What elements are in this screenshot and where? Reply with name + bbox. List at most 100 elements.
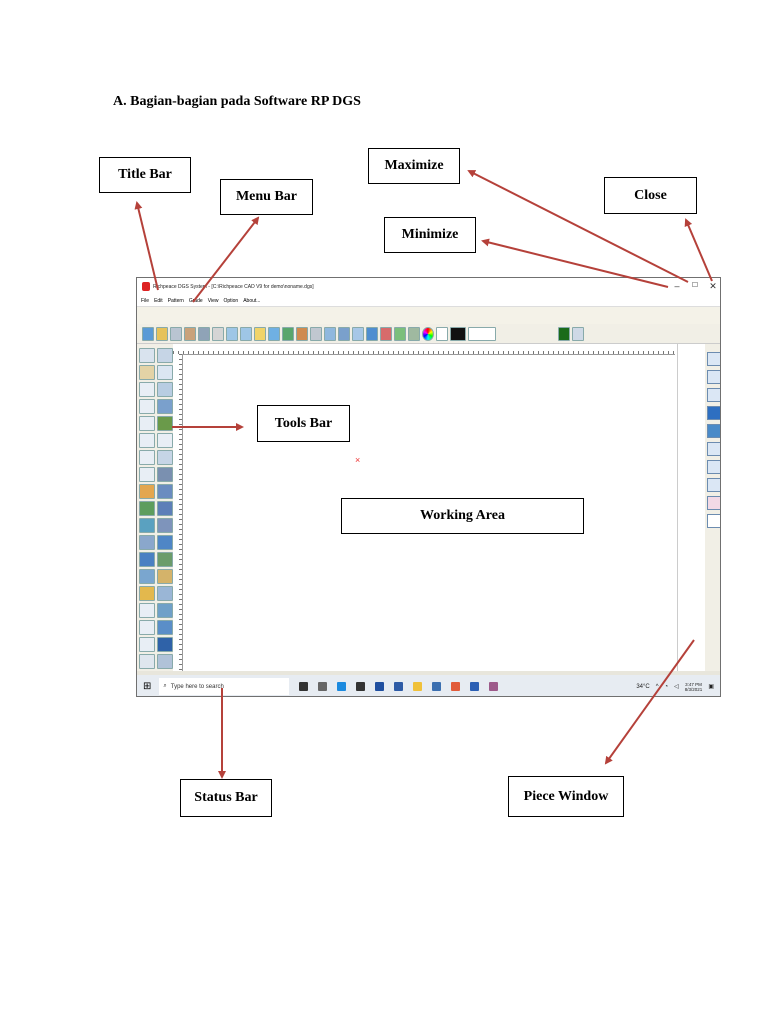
size-icon[interactable] xyxy=(706,442,720,456)
edge-icon[interactable] xyxy=(337,682,347,691)
drill-tool-icon[interactable] xyxy=(157,535,173,550)
photos-icon[interactable] xyxy=(451,682,461,691)
curve-icon[interactable] xyxy=(706,388,720,402)
display-icon[interactable] xyxy=(558,326,570,341)
measure-icon[interactable] xyxy=(254,326,266,341)
grain-tool-icon[interactable] xyxy=(157,552,173,567)
scale-icon[interactable] xyxy=(706,514,720,528)
piece-tool-icon[interactable] xyxy=(157,416,173,431)
layer-icon[interactable] xyxy=(706,424,720,438)
grid-icon[interactable] xyxy=(268,326,280,341)
plot-icon[interactable] xyxy=(380,326,392,341)
menu-grade[interactable]: Grade xyxy=(188,297,203,304)
fill-tool-icon[interactable] xyxy=(139,654,155,669)
pleat-tool-icon[interactable] xyxy=(157,518,173,533)
windows-start-icon[interactable]: ⊞ xyxy=(143,681,152,692)
layers-icon[interactable] xyxy=(352,326,364,341)
menu-edit[interactable]: Edit xyxy=(154,297,163,304)
table-icon[interactable] xyxy=(324,326,336,341)
angle-tool-icon[interactable] xyxy=(139,399,155,414)
close-icon[interactable]: ✕ xyxy=(709,281,717,291)
undo-icon[interactable] xyxy=(226,326,238,341)
marker-tool-icon[interactable] xyxy=(139,586,155,601)
copy-icon[interactable] xyxy=(198,326,210,341)
minimize-icon[interactable]: – xyxy=(674,281,680,291)
dart-tool-icon[interactable] xyxy=(157,484,173,499)
maximize-icon[interactable]: ☐ xyxy=(691,282,699,289)
text-tool-icon[interactable] xyxy=(139,450,155,465)
menu-pattern[interactable]: Pattern xyxy=(167,297,184,304)
fill-icon[interactable] xyxy=(296,326,308,341)
pencil-tool-icon[interactable] xyxy=(157,637,173,652)
rotate-tool-icon[interactable] xyxy=(139,552,155,567)
save-icon[interactable] xyxy=(170,326,182,341)
menu-view[interactable]: View xyxy=(207,297,219,304)
rectangle-tool-icon[interactable] xyxy=(139,382,155,397)
flag-icon[interactable] xyxy=(706,406,720,420)
frame-icon[interactable] xyxy=(212,326,224,341)
menu-about[interactable]: About... xyxy=(243,297,261,304)
dgs-taskbar-icon[interactable] xyxy=(489,682,499,691)
menu-option[interactable]: Option xyxy=(223,297,239,304)
network-icon[interactable]: ◔ xyxy=(664,683,669,690)
fold-tool-icon[interactable] xyxy=(139,518,155,533)
knife-tool-icon[interactable] xyxy=(139,484,155,499)
width-tool-icon[interactable] xyxy=(139,433,155,448)
piece-view-icon[interactable] xyxy=(706,370,720,384)
adjust-tool-icon[interactable] xyxy=(157,348,173,363)
seam-tool-icon[interactable] xyxy=(157,501,173,516)
chart-icon[interactable] xyxy=(338,326,350,341)
block-tool-icon[interactable] xyxy=(157,382,173,397)
word-icon[interactable] xyxy=(470,682,480,691)
list-icon[interactable] xyxy=(366,326,378,341)
mirror-tool-icon[interactable] xyxy=(157,433,173,448)
select-tool-icon[interactable] xyxy=(139,348,155,363)
open-file-icon[interactable] xyxy=(156,326,168,341)
new-file-icon[interactable] xyxy=(142,326,154,341)
redo-icon[interactable] xyxy=(240,326,252,341)
scissors-tool-icon[interactable] xyxy=(139,620,155,635)
store-icon[interactable] xyxy=(356,682,366,691)
folder-icon[interactable] xyxy=(413,682,423,691)
stripe-tool-icon[interactable] xyxy=(139,637,155,652)
pattern-icon[interactable] xyxy=(706,496,720,510)
trace-tool-icon[interactable] xyxy=(139,603,155,618)
notification-icon[interactable]: ▣ xyxy=(708,684,714,690)
ruler-tool-icon[interactable] xyxy=(157,399,173,414)
page-icon[interactable] xyxy=(706,478,720,492)
label-tool-icon[interactable] xyxy=(139,569,155,584)
notch-tool-icon[interactable] xyxy=(157,467,173,482)
dropbox-icon[interactable] xyxy=(375,682,385,691)
move-tool-icon[interactable] xyxy=(157,569,173,584)
tray-chevron-icon[interactable]: ^ xyxy=(655,683,659,690)
taskbar-search-input[interactable]: ⌕ Type here to search xyxy=(159,678,290,695)
grade-tool-icon[interactable] xyxy=(139,501,155,516)
task-view-icon[interactable] xyxy=(318,682,328,691)
book-icon[interactable] xyxy=(282,326,294,341)
merge-tool-icon[interactable] xyxy=(157,603,173,618)
cortana-icon[interactable] xyxy=(299,682,309,691)
pin-tool-icon[interactable] xyxy=(157,620,173,635)
split-tool-icon[interactable] xyxy=(157,586,173,601)
pen-tool-icon[interactable] xyxy=(139,365,155,380)
point-tool-icon[interactable] xyxy=(139,416,155,431)
brush-icon[interactable] xyxy=(310,326,322,341)
taskbar-clock[interactable]: 3:47 PM 8/3/2021 xyxy=(685,682,703,692)
piece-list-icon[interactable] xyxy=(706,352,720,366)
shape-tool-icon[interactable] xyxy=(157,365,173,380)
menu-file[interactable]: File xyxy=(141,297,150,304)
help-icon[interactable] xyxy=(572,326,584,341)
pencil-icon[interactable] xyxy=(184,326,196,341)
line-style-icon[interactable] xyxy=(468,326,496,341)
line-width-icon[interactable] xyxy=(436,326,448,341)
mail-icon[interactable] xyxy=(432,682,442,691)
image-icon[interactable] xyxy=(394,326,406,341)
piece-window-panel[interactable] xyxy=(677,344,706,674)
volume-icon[interactable]: ◁ xyxy=(674,684,679,690)
circle-tool-icon[interactable] xyxy=(157,450,173,465)
color-select-icon[interactable] xyxy=(450,326,466,341)
color-wheel-icon[interactable] xyxy=(422,326,434,341)
column-tool-icon[interactable] xyxy=(157,654,173,669)
button-tool-icon[interactable] xyxy=(139,535,155,550)
dash-line-icon[interactable] xyxy=(706,460,720,474)
